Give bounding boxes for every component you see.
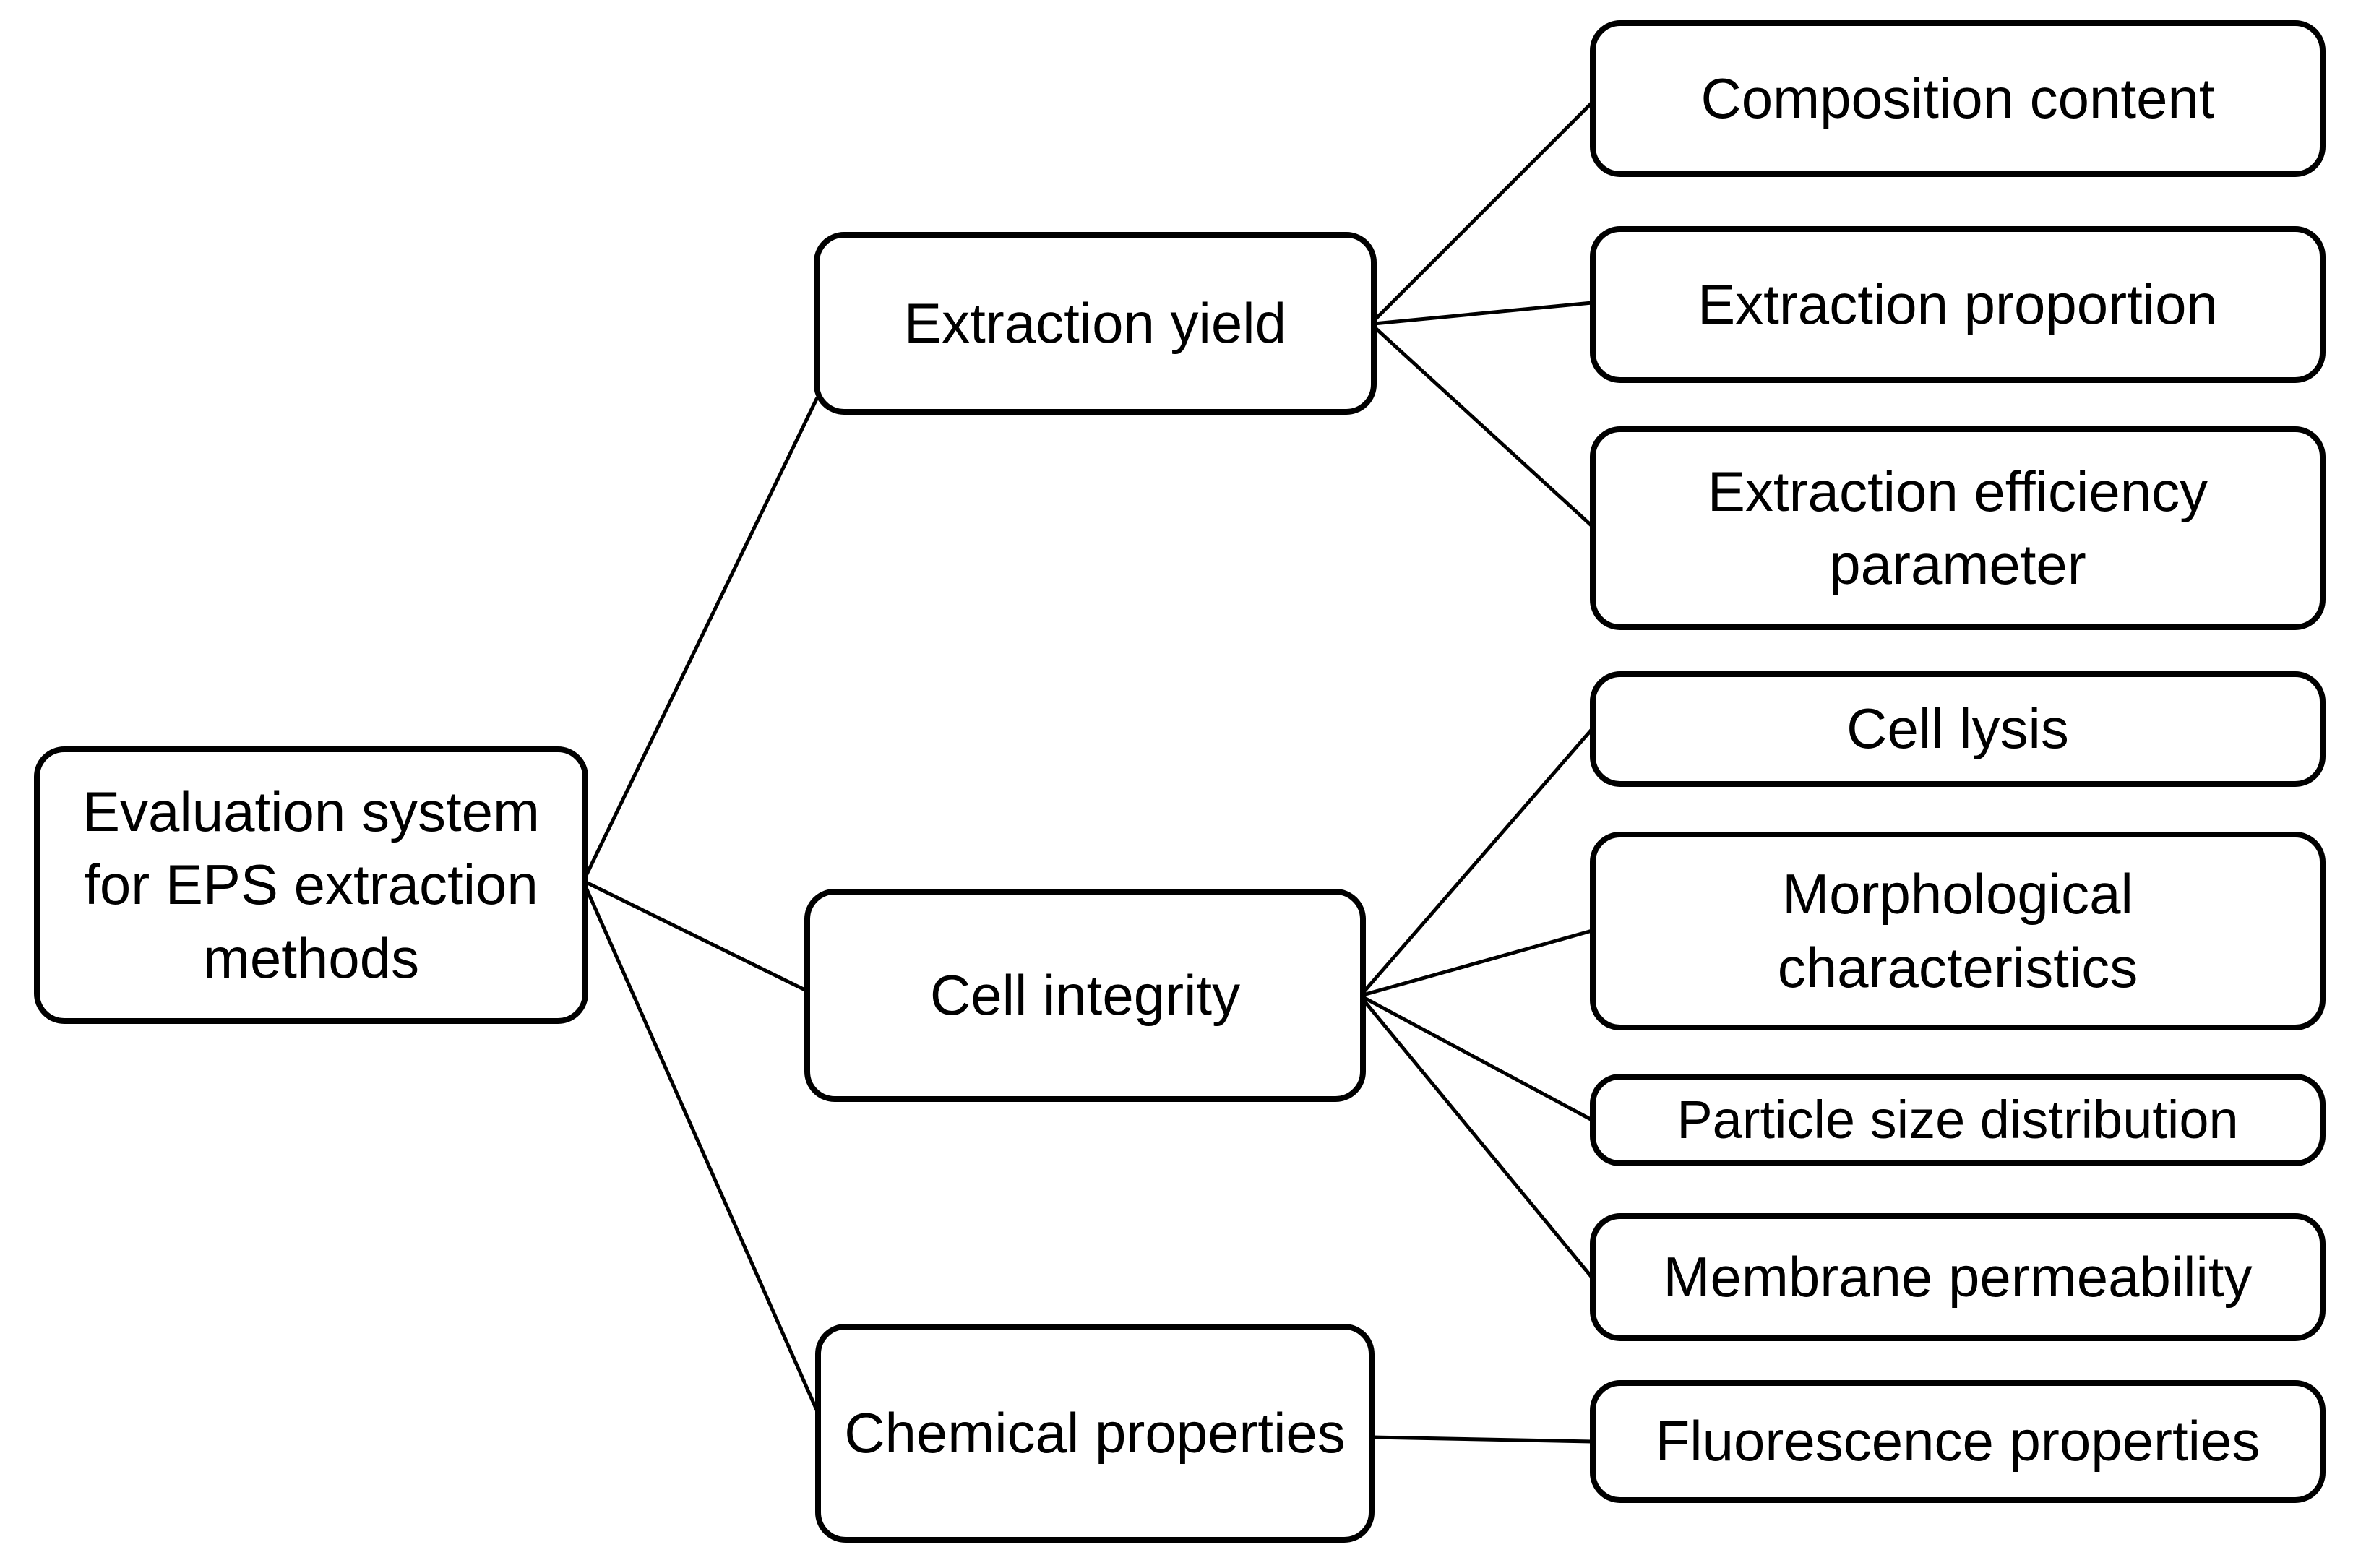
- node-label: Cell lysis: [1846, 697, 2069, 761]
- node-fluorescence-properties: Fluorescence properties: [1590, 1380, 2326, 1503]
- node-label: Membrane permeability: [1663, 1244, 2253, 1309]
- connector-yield-composition-content: [1372, 100, 1594, 323]
- node-particle-size-distribution: Particle size distribution: [1590, 1074, 2326, 1166]
- connector-integrity-membrane: [1361, 997, 1594, 1280]
- connector-integrity-particle-size: [1361, 995, 1594, 1122]
- node-label: Fluorescence properties: [1655, 1409, 2260, 1473]
- connector-integrity-cell-lysis: [1361, 727, 1594, 995]
- connector-root-cell-integrity: [582, 879, 810, 994]
- connector-integrity-morphological: [1361, 929, 1594, 997]
- connector-root-extraction-yield: [582, 397, 819, 881]
- connector-chemical-fluorescence: [1369, 1435, 1594, 1444]
- connector-yield-extraction-efficiency: [1372, 324, 1594, 528]
- node-label: Extraction proportion: [1698, 272, 2218, 336]
- node-label: Extraction efficiency parameter: [1707, 459, 2208, 596]
- connector-yield-extraction-proportion: [1372, 301, 1594, 326]
- node-extraction-efficiency-parameter: Extraction efficiency parameter: [1590, 426, 2326, 630]
- node-label: Composition content: [1700, 66, 2215, 130]
- node-label: Morphological characteristics: [1777, 862, 2138, 999]
- node-morphological-characteristics: Morphological characteristics: [1590, 832, 2326, 1030]
- node-extraction-yield: Extraction yield: [814, 232, 1377, 415]
- node-composition-content: Composition content: [1590, 20, 2326, 177]
- node-chemical-properties: Chemical properties: [815, 1324, 1375, 1543]
- node-label: Extraction yield: [904, 290, 1286, 355]
- node-evaluation-system-root: Evaluation system for EPS extraction met…: [34, 746, 588, 1024]
- node-extraction-proportion: Extraction proportion: [1590, 226, 2326, 383]
- node-label: Cell integrity: [929, 962, 1241, 1027]
- connector-root-chemical-properties: [582, 882, 821, 1417]
- node-cell-integrity: Cell integrity: [804, 889, 1366, 1102]
- node-label: Particle size distribution: [1677, 1089, 2239, 1150]
- node-label: Evaluation system for EPS extraction met…: [82, 779, 540, 990]
- node-membrane-permeability: Membrane permeability: [1590, 1213, 2326, 1341]
- node-label: Chemical properties: [844, 1400, 1346, 1465]
- node-cell-lysis: Cell lysis: [1590, 671, 2326, 787]
